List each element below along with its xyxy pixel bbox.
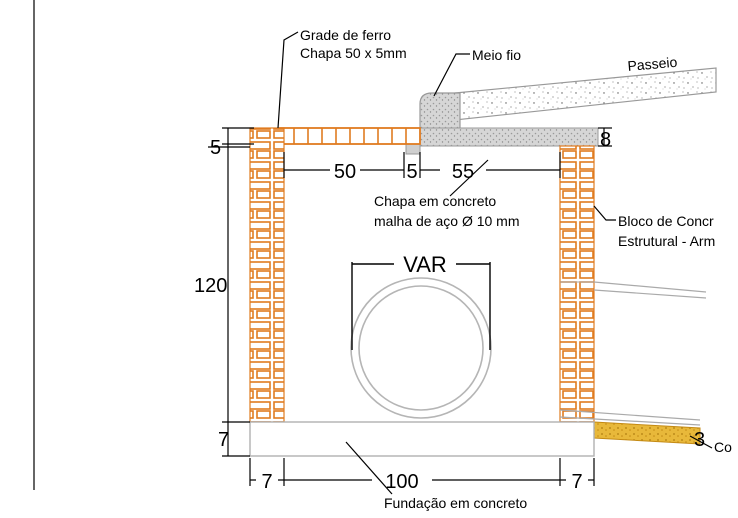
gravel-bed [593,421,701,445]
chapa-label-line2: malha de aço Ø 10 mm [374,213,520,229]
passeio-label: Passeio [627,54,678,74]
leader-lines [208,31,713,495]
dim-100-mask [372,472,432,488]
dim-top-5: 5 [210,137,221,159]
bloco-label-line2: Estrutural - Arm [618,233,715,249]
var-label: VAR [403,252,447,277]
grade-label-line1: Grade de ferro [300,27,391,43]
dim-55: 55 [452,161,474,183]
dim-5-mid: 5 [406,161,417,183]
right-brick-wall [559,145,595,423]
fundacao-label: Fundação em concreto [384,495,527,511]
chapa-label-line1: Chapa em concreto [374,193,496,209]
dim-7-left-mask [256,472,278,488]
co-label: Co [714,439,732,455]
iron-grate [279,127,421,145]
left-brick-wall [249,127,285,423]
pipe-section [350,277,492,419]
concrete-foundation [249,421,595,457]
dim-7-right-mask [566,472,588,488]
dim-pipe-3: 3 [694,429,705,451]
dim-right-7: 7 [571,471,582,493]
grade-label-line2: Chapa 50 x 5mm [300,45,407,61]
dim-height-120: 120 [194,275,227,297]
sidewalk-slab [454,67,717,121]
dim-left-7: 7 [261,471,272,493]
meio-fio-label: Meio fio [472,47,521,63]
bloco-label-line1: Bloco de Concr [618,213,714,229]
dim-right-8: 8 [600,129,611,151]
dim-50: 50 [334,161,356,183]
vertical-dimension-lines [222,127,612,457]
var-dimension [351,262,491,350]
dim-width-100: 100 [385,471,418,493]
dim-bottom-7: 7 [218,429,229,451]
lower-pipe [559,409,701,426]
concrete-cover-slab [419,127,599,147]
upper-pipe [560,281,707,299]
